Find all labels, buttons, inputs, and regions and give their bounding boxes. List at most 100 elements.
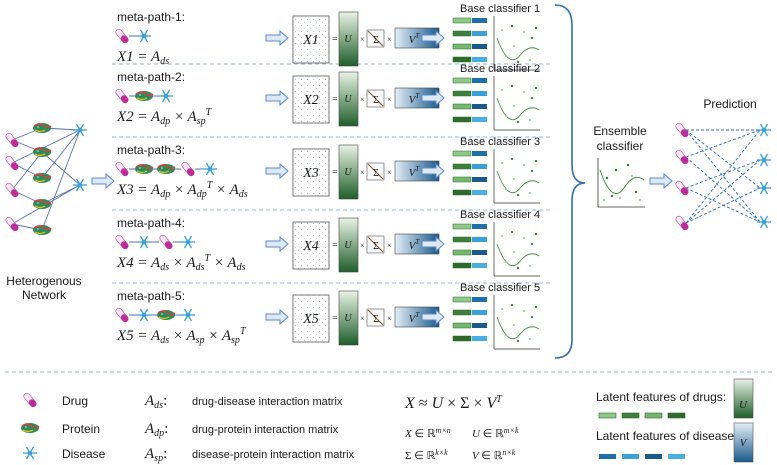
legend-protein: Protein <box>62 422 100 436</box>
classifier-title: Base classifier 5 <box>460 282 540 294</box>
feature-bars <box>452 296 487 342</box>
latent-disease-bars <box>599 454 685 459</box>
prediction-label: Prediction <box>703 97 756 111</box>
u-label: U <box>344 167 352 178</box>
times-sign: × <box>387 95 392 104</box>
classifier-plot <box>493 149 540 204</box>
legend-latent-diseases: Latent features of diseases: <box>596 429 743 443</box>
legend-adp-symbol: Adp: <box>144 421 168 439</box>
legend-latent-drugs: Latent features of drugs: <box>596 390 726 404</box>
arrow-ensemble-to-prediction <box>649 173 673 189</box>
meta-path-formula: X3 = Adp × AdpT × Ads <box>116 180 248 200</box>
meta-path-row-3: meta-path-3:X3 = Adp × AdpT × AdsX3=U×Σ×… <box>114 136 540 204</box>
matrix-box <box>293 76 329 123</box>
legend-ads-symbol: Ads: <box>144 393 167 411</box>
times-sign: × <box>360 314 365 323</box>
times-sign: × <box>360 241 365 250</box>
classifier-title: Base classifier 2 <box>460 63 540 75</box>
snowflake-icon <box>22 446 38 460</box>
protein-icon <box>20 422 40 434</box>
meta-path-chain <box>114 27 152 45</box>
ensemble-brace <box>554 4 586 359</box>
matrix-label: X1 <box>302 33 319 48</box>
arrow-to-matrix <box>265 30 289 46</box>
meta-path-title: meta-path-4: <box>117 216 185 230</box>
equals-sign: = <box>332 34 338 45</box>
ensemble-line1: Ensemble <box>593 124 647 138</box>
legend-asp-desc: disease-protein interaction matrix <box>192 449 355 461</box>
meta-path-chain <box>114 160 218 178</box>
equals-sign: = <box>332 240 338 251</box>
legend-u-matrix <box>733 378 754 419</box>
meta-path-formula: X5 = Ads × Asp × AspT <box>116 326 247 346</box>
dim-u: U ∈ ℝm×k <box>472 426 519 440</box>
equals-sign: = <box>332 313 338 324</box>
matrix-label: X4 <box>302 239 319 254</box>
network-label-line2: Network <box>22 288 67 302</box>
matrix-box <box>293 222 329 269</box>
meta-path-title: meta-path-2: <box>117 70 185 84</box>
u-matrix <box>338 71 359 127</box>
meta-path-row-5: meta-path-5:X5 = Ads × Asp × AspTX5=U×Σ×… <box>114 282 540 350</box>
ensemble-line2: classifier <box>597 139 644 153</box>
arrow-to-matrix <box>265 309 289 325</box>
meta-path-title: meta-path-1: <box>117 10 185 24</box>
legend-disease: Disease <box>62 447 106 461</box>
matrix-box <box>293 16 329 63</box>
u-matrix <box>338 217 359 273</box>
matrix-box <box>293 149 329 196</box>
sigma-label: Σ <box>373 168 379 179</box>
meta-path-chain <box>114 233 196 251</box>
svd-formula: X ≈ U × Σ × VT <box>404 394 503 412</box>
u-label: U <box>344 94 352 105</box>
legend-v-label: V <box>740 437 748 449</box>
sigma-label: Σ <box>373 314 379 325</box>
meta-path-chain <box>114 306 196 324</box>
u-label: U <box>344 313 352 324</box>
u-label: U <box>344 240 352 251</box>
vt-label: VT <box>409 92 421 106</box>
feature-bars <box>452 150 487 196</box>
classifier-plot <box>493 222 540 277</box>
sigma-label: Σ <box>373 95 379 106</box>
feature-bars <box>452 223 487 269</box>
u-matrix <box>338 144 359 200</box>
matrix-label: X2 <box>302 93 319 108</box>
classifier-plot <box>493 16 540 71</box>
dim-v: V ∈ ℝn×k <box>472 448 516 462</box>
times-sign: × <box>387 314 392 323</box>
legend-drug: Drug <box>62 394 88 408</box>
meta-path-row-4: meta-path-4:X4 = Ads × AdsT × AdsX4=U×Σ×… <box>114 209 540 277</box>
matrix-label: X5 <box>302 312 319 327</box>
arrow-to-matrix <box>265 163 289 179</box>
u-matrix <box>338 290 359 346</box>
classifier-plot <box>493 76 540 131</box>
matrix-box <box>293 295 329 342</box>
dim-sigma: Σ ∈ ℝk×k <box>405 448 448 462</box>
heterogeneous-network <box>4 122 88 236</box>
feature-bars <box>452 17 487 63</box>
times-sign: × <box>387 241 392 250</box>
meta-path-row-2: meta-path-2:X2 = Adp × AspTX2=U×Σ×VTBase… <box>114 63 540 131</box>
network-label-line1: Heterogenous <box>6 274 81 288</box>
vt-label: VT <box>409 311 421 325</box>
sigma-label: Σ <box>373 241 379 252</box>
feature-bars <box>452 77 487 123</box>
times-sign: × <box>360 35 365 44</box>
arrow-network-to-paths <box>91 173 115 189</box>
vt-label: VT <box>409 165 421 179</box>
arrow-to-matrix <box>265 90 289 106</box>
row-separators <box>112 63 552 284</box>
times-sign: × <box>360 95 365 104</box>
legend-ads-desc: drug-disease interaction matrix <box>192 396 343 408</box>
arrow-to-matrix <box>265 236 289 252</box>
legend-v-matrix <box>733 422 754 463</box>
meta-path-formula: X2 = Adp × AspT <box>116 107 213 127</box>
drug-icon <box>22 391 38 409</box>
meta-path-chain <box>114 87 174 105</box>
legend-adp-desc: drug-protein interaction matrix <box>192 424 339 436</box>
ensemble-plot <box>597 158 645 208</box>
